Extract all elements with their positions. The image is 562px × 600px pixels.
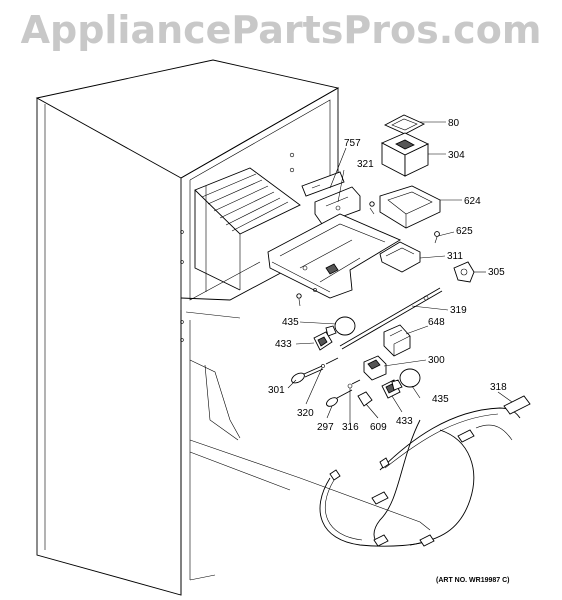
part-321-cover bbox=[314, 186, 361, 225]
callout-321: 321 bbox=[357, 159, 374, 170]
callout-316: 316 bbox=[342, 422, 359, 433]
part-625-screw bbox=[434, 231, 440, 244]
callout-300: 300 bbox=[428, 355, 445, 366]
callout-304: 304 bbox=[448, 150, 465, 161]
callout-305: 305 bbox=[488, 267, 505, 278]
part-311-lens bbox=[379, 241, 421, 273]
part-300-switch bbox=[363, 355, 387, 381]
callout-80: 80 bbox=[448, 118, 460, 129]
callout-624: 624 bbox=[464, 196, 481, 207]
callout-297: 297 bbox=[317, 422, 334, 433]
part-757-bracket bbox=[301, 171, 345, 197]
part-624-housing bbox=[369, 185, 441, 229]
callout-301: 301 bbox=[268, 385, 285, 396]
part-297-plunger bbox=[326, 389, 353, 407]
watermark-text: AppliancePartsPros.com bbox=[20, 8, 542, 52]
art-number: (ART NO. WR19987 C) bbox=[436, 577, 510, 584]
part-305-clip bbox=[453, 261, 475, 283]
part-304-control-module bbox=[380, 132, 430, 177]
callout-311: 311 bbox=[447, 251, 463, 262]
screw-housing bbox=[296, 293, 302, 307]
callout-648: 648 bbox=[428, 317, 445, 328]
part-435-bulb-upper bbox=[325, 316, 356, 337]
part-648-switch bbox=[383, 324, 411, 357]
callout-435-lower: 435 bbox=[432, 394, 449, 405]
part-318-wire-harness bbox=[319, 395, 531, 547]
part-320-pin bbox=[321, 357, 339, 368]
leader-lines bbox=[287, 121, 513, 424]
part-80-pad bbox=[383, 114, 426, 135]
callout-319: 319 bbox=[450, 305, 467, 316]
callout-320: 320 bbox=[297, 408, 314, 419]
part-433-socket-upper bbox=[313, 331, 333, 351]
callout-757: 757 bbox=[344, 138, 361, 149]
light-housing-assembly bbox=[267, 213, 401, 299]
callout-625: 625 bbox=[456, 226, 473, 237]
part-435-bulb-lower bbox=[391, 368, 421, 391]
callout-318: 318 bbox=[490, 382, 507, 393]
part-316-spring bbox=[347, 379, 361, 389]
callout-609: 609 bbox=[370, 422, 387, 433]
callout-433-upper: 433 bbox=[275, 339, 292, 350]
part-319-rod bbox=[339, 287, 443, 350]
callout-435-upper: 435 bbox=[282, 317, 299, 328]
callout-433-lower: 433 bbox=[396, 416, 413, 427]
part-609-socket bbox=[357, 391, 373, 407]
freezer-shelf bbox=[194, 167, 301, 291]
part-301-plunger bbox=[291, 365, 324, 384]
refrigerator-cabinet bbox=[35, 59, 431, 596]
